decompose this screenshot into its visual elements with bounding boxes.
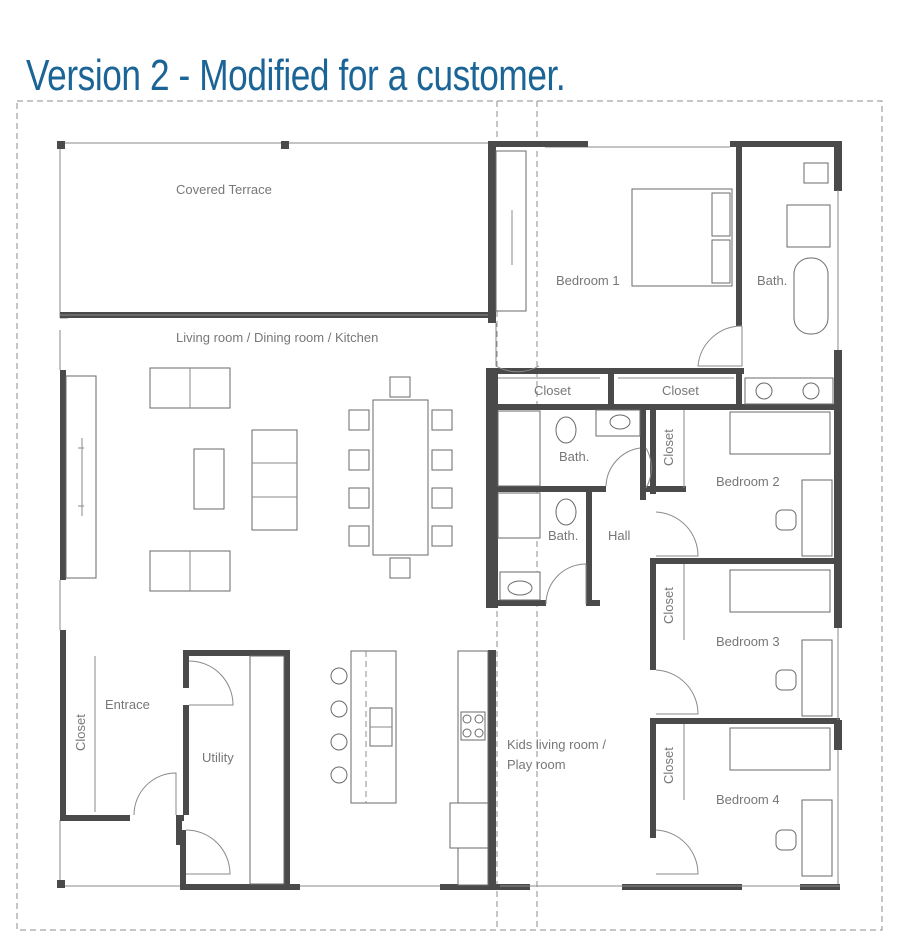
label-closet-entrance: Closet: [73, 714, 88, 751]
columns: [57, 141, 289, 888]
label-bedroom-3: Bedroom 3: [716, 634, 780, 649]
label-covered-terrace: Covered Terrace: [176, 182, 272, 197]
label-closet-bedroom-2: Closet: [661, 429, 676, 466]
page-title: Version 2 - Modified for a customer.: [26, 51, 566, 100]
label-entrance: Entrace: [105, 697, 150, 712]
label-closet-bedroom-4: Closet: [661, 747, 676, 784]
label-bedroom-2: Bedroom 2: [716, 474, 780, 489]
room-labels: Covered Terrace Living room / Dining roo…: [73, 182, 787, 807]
label-closet-b: Closet: [662, 383, 699, 398]
label-hall: Hall: [608, 528, 631, 543]
label-bath-2: Bath.: [559, 449, 589, 464]
label-kids-room-line2: Play room: [507, 757, 566, 772]
label-bedroom-4: Bedroom 4: [716, 792, 780, 807]
label-master-bath: Bath.: [757, 273, 787, 288]
doors: [133, 323, 743, 875]
windows: [60, 190, 840, 887]
label-utility: Utility: [202, 750, 234, 765]
label-closet-a: Closet: [534, 383, 571, 398]
label-closet-bedroom-3: Closet: [661, 587, 676, 624]
label-bath-3: Bath.: [548, 528, 578, 543]
label-living-room: Living room / Dining room / Kitchen: [176, 330, 378, 345]
walls: [60, 141, 842, 890]
label-kids-room-line1: Kids living room /: [507, 737, 606, 752]
label-bedroom-1: Bedroom 1: [556, 273, 620, 288]
furniture: [65, 150, 834, 886]
